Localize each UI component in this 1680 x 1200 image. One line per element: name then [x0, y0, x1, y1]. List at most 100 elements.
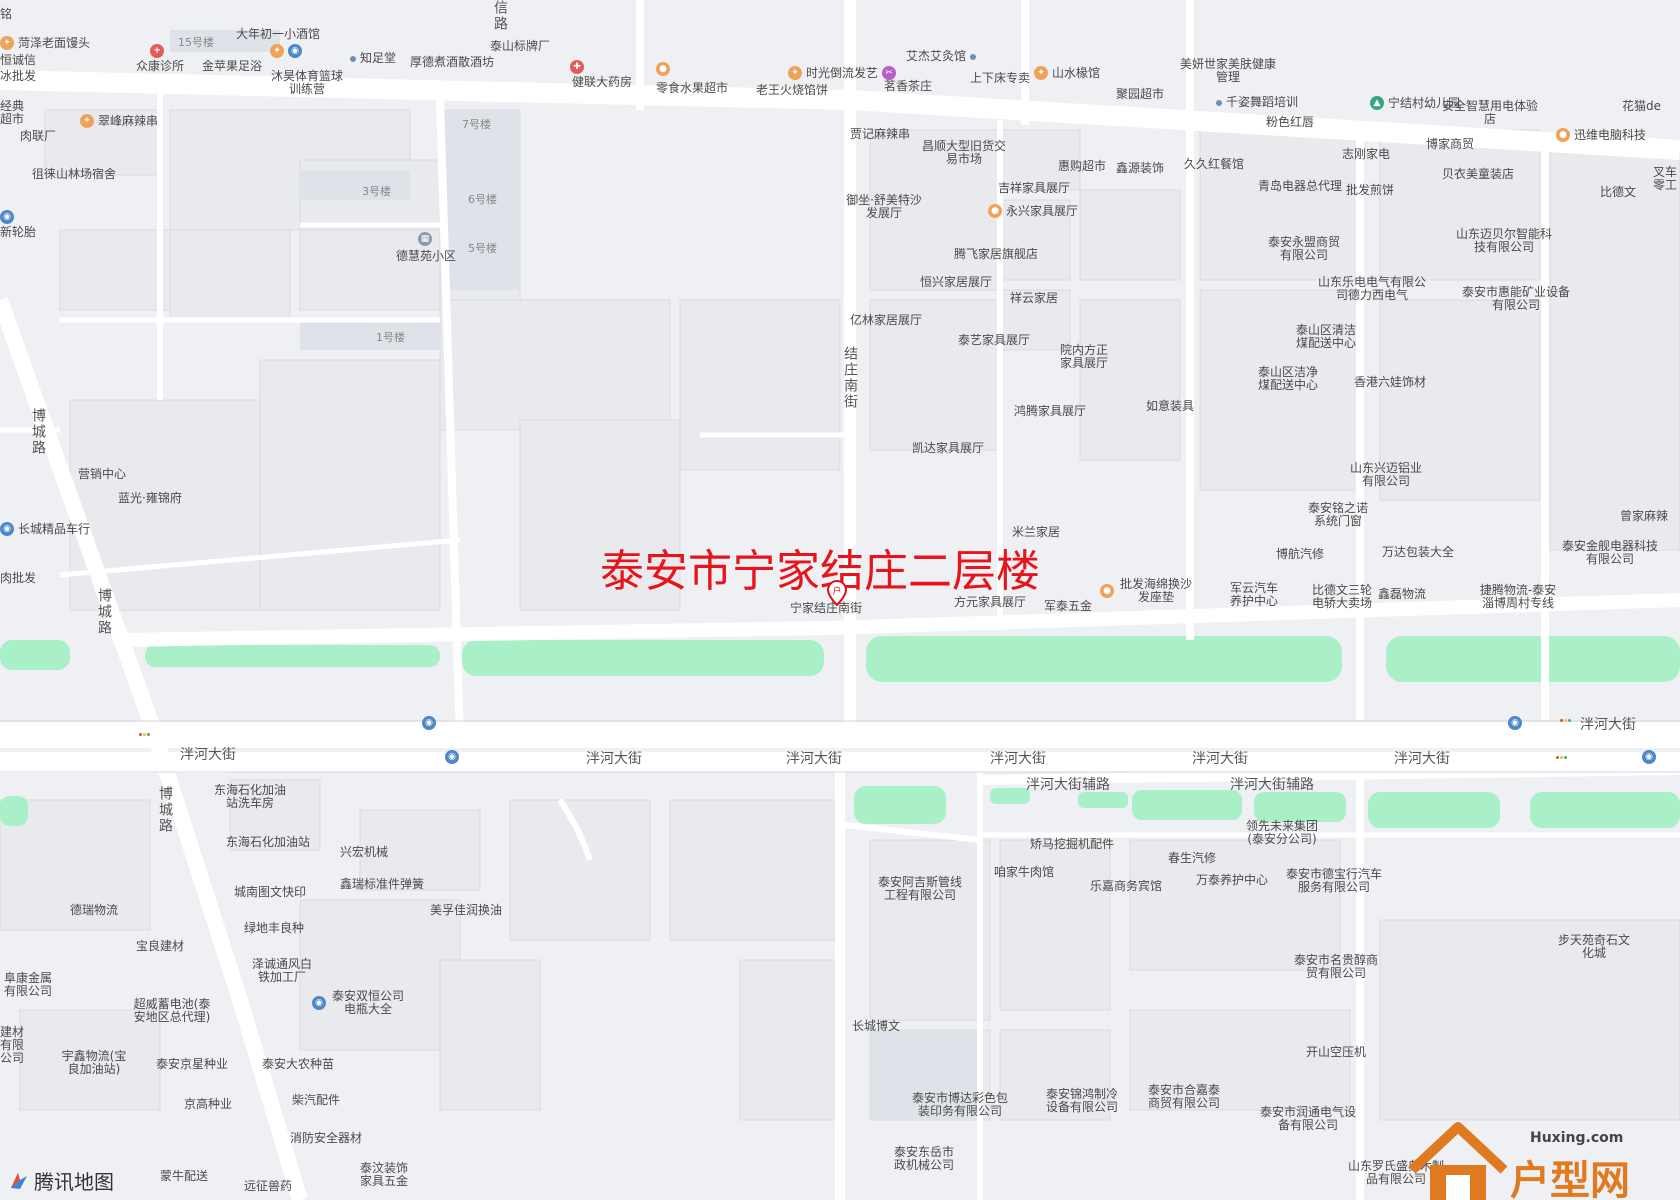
bus-stop-icon[interactable]: ◉ — [1642, 750, 1656, 764]
poi-fangyuan[interactable]: 方元家具展厅 — [954, 595, 1027, 609]
poi-ajisi[interactable]: 泰安阿吉斯管线工程有限公司 — [877, 875, 962, 902]
poi-juyuan[interactable]: 聚园超市 — [1116, 87, 1165, 101]
poi-baoliang[interactable]: 宝良建材 — [136, 939, 185, 953]
poi-muhao-sports-icon[interactable]: ✦◉ — [270, 44, 302, 58]
poi-danong[interactable]: 泰安大农种苗 — [262, 1057, 335, 1071]
poi-lingxian[interactable]: 领先未来集团(泰安分公司) — [1245, 819, 1318, 846]
poi-hejiatai[interactable]: 泰安市合嘉泰商贸有限公司 — [1147, 1083, 1220, 1110]
poi-meiyan[interactable]: 美妍世家美肤健康管理 — [1180, 57, 1277, 84]
poi-taishan-biaopai[interactable]: 泰山标牌厂 — [490, 39, 551, 53]
poi-ningjiecun-kindergarten[interactable]: ▲宁结村幼儿园 — [1370, 96, 1460, 110]
poi-culai-dorm[interactable]: 徂徕山林场宿舍 — [32, 167, 117, 181]
poi-zhongkang-clinic[interactable]: + — [150, 44, 164, 58]
poi-muhao[interactable]: 沐昊体育篮球训练营 — [270, 69, 343, 96]
poi-bohang[interactable]: 博航汽修 — [1276, 547, 1325, 561]
poi-yuzuo[interactable]: 御坐·舒美特沙发展厅 — [846, 193, 922, 220]
poi-shangxiachuang[interactable]: 上下床专卖 — [970, 71, 1031, 85]
poi-lingshi[interactable]: ● — [656, 62, 670, 76]
poi-huineng[interactable]: 泰安市惠能矿业设备有限公司 — [1461, 285, 1570, 312]
poi-shanshui[interactable]: ✦山水椽馆 — [1034, 66, 1100, 80]
poi-qianzi[interactable]: 千姿舞蹈培训 — [1216, 96, 1298, 109]
poi-jixiang[interactable]: 吉祥家具展厅 — [998, 181, 1071, 195]
poi-xinghong[interactable]: 兴宏机械 — [340, 845, 389, 859]
poi-hengxing[interactable]: 恒兴家居展厅 — [920, 275, 993, 289]
poi-jianlian[interactable]: ✚ — [570, 60, 584, 74]
poi-zhigang[interactable]: 志刚家电 — [1342, 147, 1391, 161]
poi-ningjia-nanjie[interactable]: 宁家结庄南街 — [790, 601, 863, 615]
poi-minggui[interactable]: 泰安市名贵醇商贸有限公司 — [1293, 953, 1378, 980]
poi-hongteng[interactable]: 鸿腾家具展厅 — [1014, 404, 1087, 418]
poi-bidewen-sanlun[interactable]: 比德文三轮电轿大卖场 — [1311, 583, 1372, 610]
poi-mingxiang[interactable]: 茗香茶庄 — [884, 79, 933, 93]
poi-butianyuan[interactable]: 步天苑奇石文化城 — [1557, 933, 1630, 960]
poi-yuannei[interactable]: 院内方正家具展厅 — [1059, 343, 1108, 370]
poi-runtong[interactable]: 泰安市润通电气设备有限公司 — [1259, 1105, 1356, 1132]
poi-meifu[interactable]: 美孚佳润换油 — [430, 903, 503, 917]
poi-shiguang[interactable]: ✦时光倒流发艺✂ — [788, 66, 897, 80]
poi-jiejing-mei[interactable]: 泰山区洁净煤配送中心 — [1257, 365, 1318, 392]
bus-stop-icon[interactable]: ◉ — [1508, 716, 1522, 730]
poi-jinjian[interactable]: 泰安金舰电器科技有限公司 — [1561, 539, 1658, 566]
poi-xinluntai[interactable]: ◉ — [0, 210, 14, 224]
poi-qingjie-mei[interactable]: 泰山区清洁煤配送中心 — [1295, 323, 1356, 350]
poi-yongxing[interactable]: ●永兴家具展厅 — [988, 204, 1078, 218]
poi-xingmai-lvye[interactable]: 山东兴迈铝业有限公司 — [1349, 461, 1422, 488]
poi-huamao[interactable]: 花猫de — [1622, 99, 1662, 113]
poi-debaohang[interactable]: 泰安市德宝行汽车服务有限公司 — [1285, 867, 1382, 894]
poi-juntai-wujin[interactable]: 军泰五金 — [1044, 599, 1093, 613]
poi-zhizutang[interactable]: 知足堂 — [350, 52, 396, 65]
poi-kaishan[interactable]: 开山空压机 — [1306, 1045, 1367, 1059]
poi-chache[interactable]: 叉车零工 — [1652, 165, 1677, 192]
poi-huigou[interactable]: 惠购超市 — [1058, 159, 1107, 173]
poi-junyun[interactable]: 军云汽车养护中心 — [1229, 581, 1278, 608]
poi-mingzhinuo[interactable]: 泰安铭之诺系统门窗 — [1307, 501, 1368, 528]
poi-jinggao[interactable]: 京高种业 — [184, 1097, 233, 1111]
poi-yilin[interactable]: 亿林家居展厅 — [850, 313, 923, 327]
poi-ruyi[interactable]: 如意装具 — [1146, 399, 1195, 413]
poi-roulianchang[interactable]: 肉联厂 — [20, 129, 57, 143]
poi-xiangyun[interactable]: 祥云家居 — [1010, 291, 1059, 305]
poi-jiaoma[interactable]: 矫马挖掘机配件 — [1030, 837, 1115, 851]
poi-xinlei[interactable]: 鑫磊物流 — [1378, 587, 1427, 601]
poi-derui[interactable]: 德瑞物流 — [70, 903, 119, 917]
poi-shuangheng[interactable]: ◉泰安双恒公司电瓶大全 — [312, 990, 406, 1016]
poi-zengjia[interactable]: 曾家麻辣 — [1620, 509, 1669, 523]
poi-chengnan-tuwen[interactable]: 城南图文快印 — [234, 885, 307, 899]
poi-xiaofang[interactable]: 消防安全器材 — [290, 1131, 363, 1145]
poi-chaowei[interactable]: 超威蓄电池(泰安地区总代理) — [133, 997, 211, 1024]
poi-languang[interactable]: 蓝光·雍锦府 — [118, 491, 182, 505]
poi-jingxing[interactable]: 泰安京星种业 — [156, 1057, 229, 1071]
poi-donghai-gas[interactable]: 东海石化加油站 — [226, 835, 311, 849]
bus-stop-icon[interactable]: ◉ — [422, 716, 436, 730]
poi-haimian[interactable]: ●批发海绵换沙发座垫 — [1100, 578, 1194, 604]
poi-qingdao-dianqi[interactable]: 青岛电器总代理 — [1258, 179, 1343, 193]
poi-chaiqi[interactable]: 柴汽配件 — [292, 1093, 341, 1107]
poi-xianggang-liuwa[interactable]: 香港六娃饰材 — [1354, 375, 1427, 389]
poi-pifa-jianbing[interactable]: 批发煎饼 — [1346, 183, 1395, 197]
poi-jiaji[interactable]: 贾记麻辣串 — [850, 127, 911, 141]
poi-jiujiuhong[interactable]: 久久红餐馆 — [1184, 157, 1245, 171]
poi-mengniu[interactable]: 蒙牛配送 — [160, 1169, 209, 1183]
poi-beiyimei[interactable]: 贝衣美童装店 — [1442, 167, 1515, 181]
poi-aijie[interactable]: 艾杰艾灸馆 — [906, 50, 977, 63]
poi-milan[interactable]: 米兰家居 — [1012, 525, 1061, 539]
poi-xinrui[interactable]: 鑫瑞标准件弹簧 — [340, 877, 425, 891]
poi-boda[interactable]: 泰安市博达彩色包装印务有限公司 — [911, 1091, 1008, 1118]
poi-jinpingguo[interactable]: 金苹果足浴 — [202, 59, 263, 73]
poi-dehuiyuan-icon[interactable]: ▦ — [418, 232, 432, 246]
poi-lejia[interactable]: 乐嘉商务宾馆 — [1090, 879, 1163, 893]
poi-taiyi[interactable]: 泰艺家具展厅 — [958, 333, 1031, 347]
poi-yuanzheng[interactable]: 远征兽药 — [244, 1179, 293, 1193]
location-pin-icon[interactable]: 户 — [827, 580, 847, 606]
poi-fense-hongchun[interactable]: 粉色红唇 — [1266, 115, 1315, 129]
poi-danianchuyi[interactable]: 大年初一小酒馆 — [236, 27, 321, 41]
poi-changshun[interactable]: 昌顺大型旧货交易市场 — [921, 139, 1006, 166]
poi-tengfei[interactable]: 腾飞家居旗舰店 — [954, 247, 1039, 261]
poi-xinyuan[interactable]: 鑫源装饰 — [1116, 161, 1165, 175]
poi-anquan-zhihui[interactable]: 安全智慧用电体验店 — [1441, 99, 1538, 126]
poi-wanda-baozhuang[interactable]: 万达包装大全 — [1382, 545, 1455, 559]
poi-heze-mantou[interactable]: ✦菏泽老面馒头 — [0, 36, 90, 50]
poi-wantai[interactable]: 万泰养护中心 — [1196, 873, 1269, 887]
poi-yingxiao[interactable]: 营销中心 — [78, 467, 127, 481]
